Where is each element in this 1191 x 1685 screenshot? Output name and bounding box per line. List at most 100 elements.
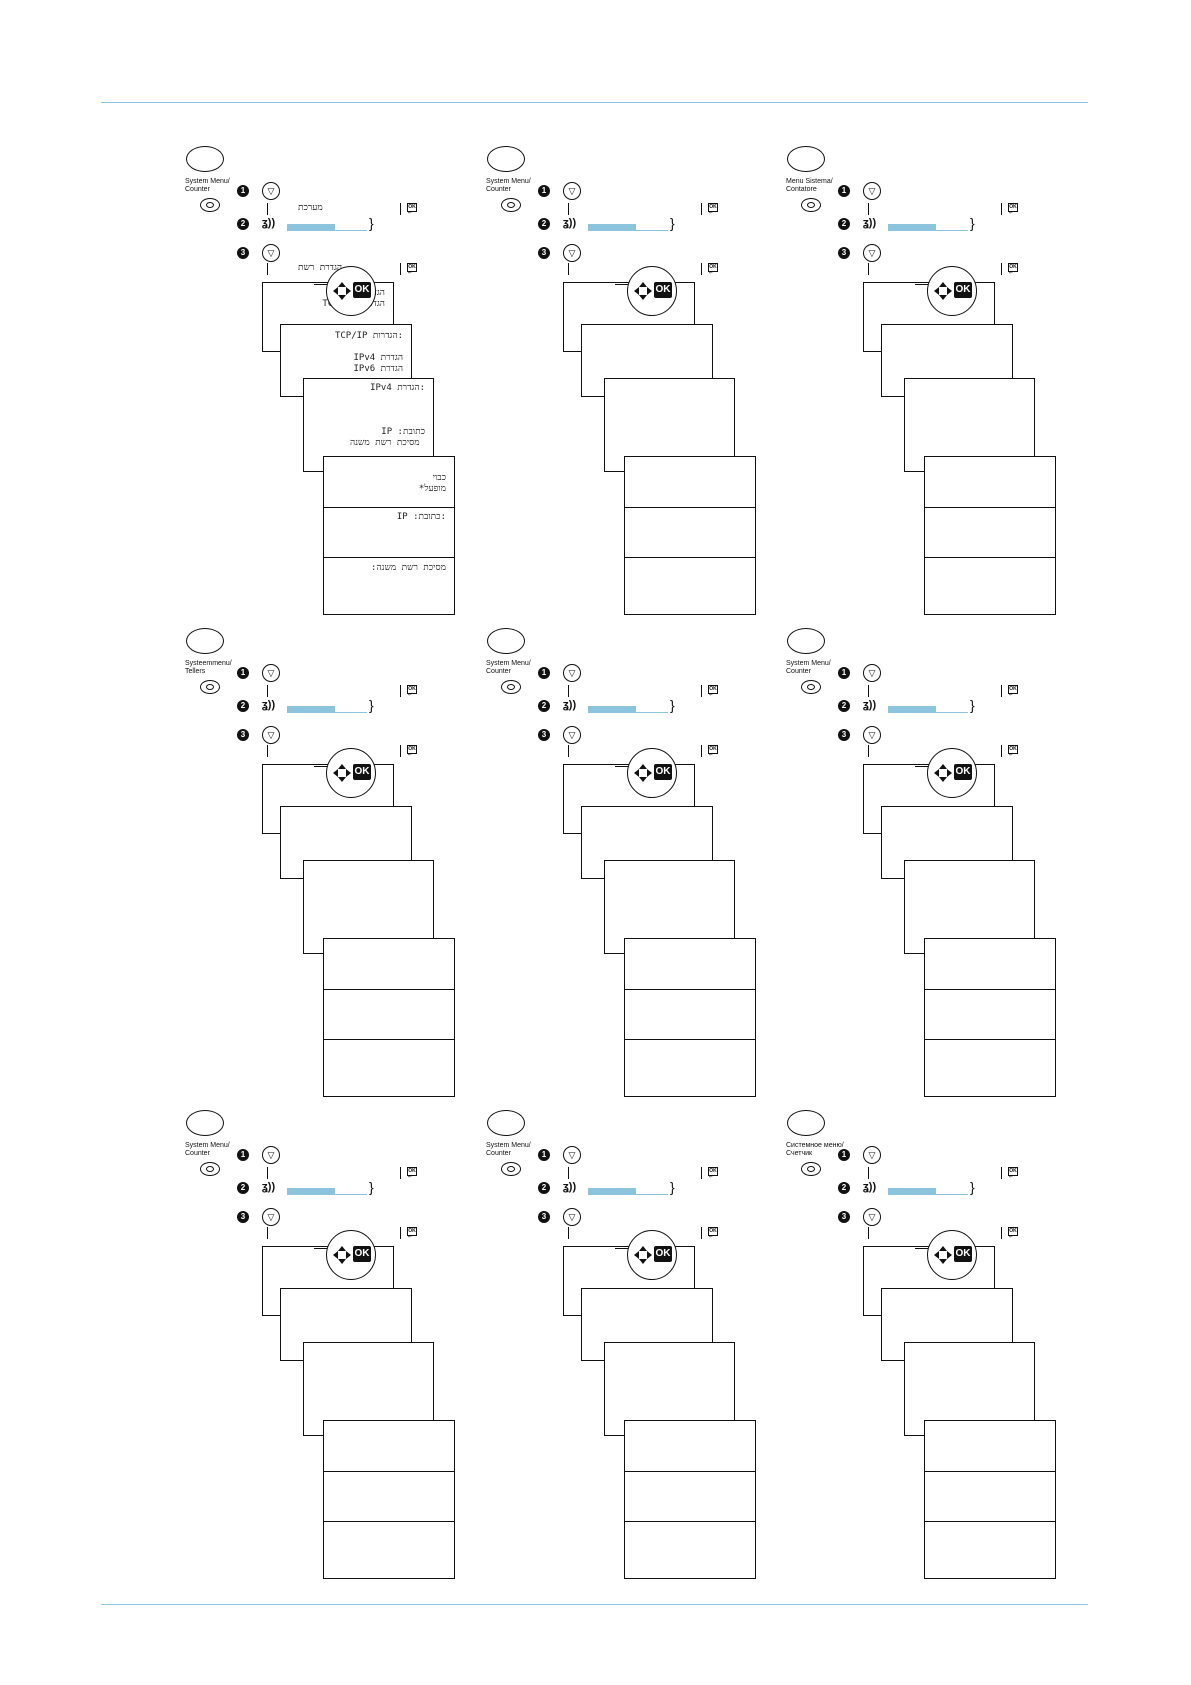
system-menu-key[interactable]	[801, 680, 821, 694]
down-arrow-button[interactable]: ▽	[863, 1208, 881, 1226]
lcd-line-2: OK↵	[868, 263, 1019, 276]
direction-arrows-icon[interactable]	[934, 1246, 952, 1264]
lcd-screen-4	[624, 456, 756, 508]
ok-button[interactable]: OK	[954, 764, 972, 780]
brace-icon: }	[670, 215, 675, 231]
progress-bar	[287, 706, 367, 713]
navigation-pad[interactable]: OK	[326, 266, 376, 316]
direction-arrows-icon[interactable]	[934, 764, 952, 782]
down-arrow-button[interactable]: ▽	[863, 1146, 881, 1164]
down-arrow-button[interactable]: ▽	[563, 1208, 581, 1226]
down-arrow-button[interactable]: ▽	[863, 182, 881, 200]
system-menu-key[interactable]	[801, 198, 821, 212]
down-arrow-button[interactable]: ▽	[863, 244, 881, 262]
lcd-line-1: OK↵	[868, 1167, 1019, 1180]
lcd-screen-5: IP :כתובת:	[323, 507, 455, 558]
navigation-pad[interactable]: OK	[326, 748, 376, 798]
lcd-screen-5	[624, 1471, 756, 1522]
navigation-pad[interactable]: OK	[627, 266, 677, 316]
progress-track	[287, 1194, 367, 1195]
down-arrow-button[interactable]: ▽	[563, 244, 581, 262]
navigation-pad[interactable]: OK	[927, 1230, 977, 1280]
down-arrow-button[interactable]: ▽	[863, 664, 881, 682]
down-arrow-button[interactable]: ▽	[563, 1146, 581, 1164]
down-arrow-button[interactable]: ▽	[863, 726, 881, 744]
navigation-pad[interactable]: OK	[927, 266, 977, 316]
lcd-divider	[1001, 263, 1002, 275]
ok-mini-icon: OK	[708, 1167, 718, 1176]
navigation-pad[interactable]: OK	[927, 748, 977, 798]
ok-button[interactable]: OK	[353, 764, 371, 780]
lcd-screen-5	[624, 989, 756, 1040]
lcd-line-2: OK↵	[568, 263, 719, 276]
down-arrow-button[interactable]: ▽	[262, 664, 280, 682]
direction-arrows-icon[interactable]	[634, 1246, 652, 1264]
ok-button[interactable]: OK	[654, 1246, 672, 1262]
enter-arrow-icon: ↵	[408, 1174, 413, 1180]
lcd-line-1: OK↵	[267, 1167, 418, 1180]
navigation-pad[interactable]: OK	[627, 1230, 677, 1280]
lcd-divider	[701, 1227, 702, 1239]
system-menu-key[interactable]	[501, 680, 521, 694]
lcd-divider	[1001, 203, 1002, 215]
system-menu-key[interactable]	[501, 198, 521, 212]
ok-button[interactable]: OK	[954, 1246, 972, 1262]
navigation-pad[interactable]: OK	[627, 748, 677, 798]
progress-track	[888, 1194, 968, 1195]
system-menu-key-label: System Menu/ Counter	[486, 660, 531, 675]
system-menu-key-label: System Menu/ Counter	[185, 178, 230, 193]
bottom-rule	[101, 1604, 1088, 1605]
direction-arrows-icon[interactable]	[333, 282, 351, 300]
down-arrow-button[interactable]: ▽	[563, 664, 581, 682]
down-arrow-button[interactable]: ▽	[563, 182, 581, 200]
enter-arrow-icon: ↵	[709, 752, 714, 758]
step-marker-3: 3	[838, 729, 850, 741]
lcd-screen-6	[624, 1521, 756, 1579]
system-menu-key[interactable]	[801, 1162, 821, 1176]
down-arrow-button[interactable]: ▽	[262, 1146, 280, 1164]
direction-arrows-icon[interactable]	[333, 1246, 351, 1264]
ok-button[interactable]: OK	[353, 1246, 371, 1262]
navigation-pad[interactable]: OK	[326, 1230, 376, 1280]
system-menu-key[interactable]	[200, 1162, 220, 1176]
system-menu-key[interactable]	[200, 198, 220, 212]
lcd-screen-5	[924, 1471, 1056, 1522]
system-menu-key[interactable]	[200, 680, 220, 694]
direction-arrows-icon[interactable]	[333, 764, 351, 782]
enter-arrow-icon: ↵	[1009, 752, 1014, 758]
system-menu-key-label: Systeemmenu/ Tellers	[185, 660, 232, 675]
ok-button[interactable]: OK	[654, 282, 672, 298]
progress-fill	[888, 706, 936, 712]
system-menu-key-label: Menu Sistema/ Contatore	[786, 178, 833, 193]
ok-mini-icon: OK	[1008, 745, 1018, 754]
brace-icon: }	[670, 697, 675, 713]
lcd-divider	[701, 203, 702, 215]
down-arrow-button[interactable]: ▽	[262, 726, 280, 744]
direction-arrows-icon[interactable]	[634, 764, 652, 782]
enter-arrow-icon: ↵	[408, 270, 413, 276]
progress-track	[588, 712, 668, 713]
down-arrow-button[interactable]: ▽	[262, 244, 280, 262]
ok-mini-icon: OK	[708, 263, 718, 272]
ok-mini-icon: OK	[1008, 263, 1018, 272]
system-menu-key-outline	[186, 146, 224, 172]
progress-track	[888, 712, 968, 713]
system-menu-key-outline	[487, 1110, 525, 1136]
system-menu-key-outline	[487, 628, 525, 654]
brace-icon: }	[970, 697, 975, 713]
callout-line	[615, 766, 629, 767]
direction-arrows-icon[interactable]	[634, 282, 652, 300]
down-arrow-button[interactable]: ▽	[563, 726, 581, 744]
down-arrow-button[interactable]: ▽	[262, 182, 280, 200]
ok-button[interactable]: OK	[353, 282, 371, 298]
ok-button[interactable]: OK	[654, 764, 672, 780]
step-marker-2: 2	[838, 218, 850, 230]
down-arrow-button[interactable]: ▽	[262, 1208, 280, 1226]
direction-arrows-icon[interactable]	[934, 282, 952, 300]
ok-button[interactable]: OK	[954, 282, 972, 298]
system-menu-key[interactable]	[501, 1162, 521, 1176]
lcd-line-2: OK↵	[868, 745, 1019, 758]
